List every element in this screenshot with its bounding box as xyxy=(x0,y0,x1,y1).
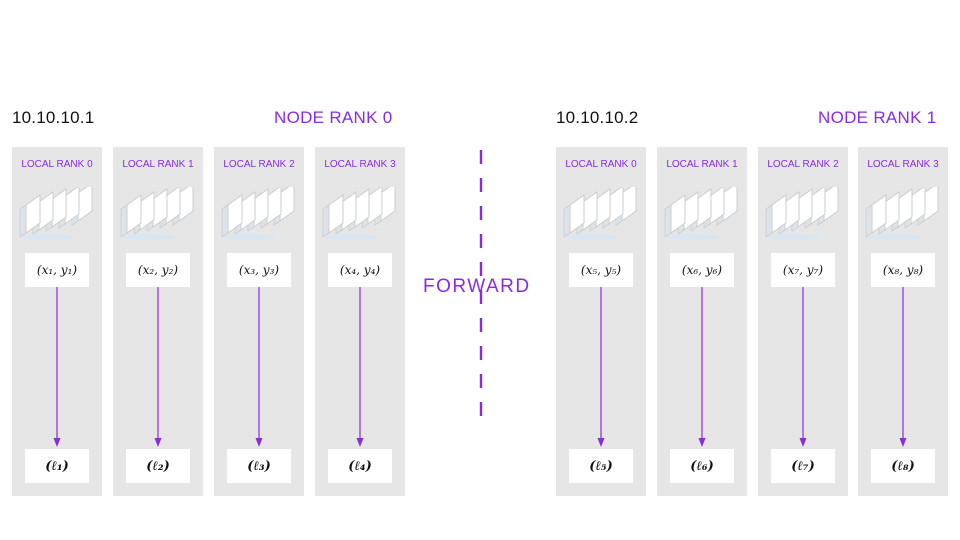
gpu-icon xyxy=(664,187,738,240)
arrow-down-icon xyxy=(154,287,162,447)
loss-box: (ℓ₈) xyxy=(871,449,935,483)
local-rank-label: LOCAL RANK 0 xyxy=(565,159,637,170)
node-1-ip: 10.10.10.2 xyxy=(556,108,639,127)
forward-label: FORWARD xyxy=(423,276,531,297)
input-box: (x₁, y₁) xyxy=(25,253,89,287)
gpu-icon xyxy=(765,187,839,240)
node-0-local-rank-2: LOCAL RANK 2 (x₃, y₃) (ℓ₃) xyxy=(214,147,304,496)
node-1-local-rank-1: LOCAL RANK 1 (x₆, y₆) (ℓ₆) xyxy=(657,147,747,496)
node-0-rank: NODE RANK 0 xyxy=(274,108,393,127)
input-box: (x₄, y₄) xyxy=(328,253,392,287)
input-box: (x₂, y₂) xyxy=(126,253,190,287)
input-box: (x₈, y₈) xyxy=(871,253,935,287)
dashed-divider xyxy=(479,150,483,430)
local-rank-label: LOCAL RANK 2 xyxy=(223,159,295,170)
arrow-down-icon xyxy=(799,287,807,447)
arrow-down-icon xyxy=(53,287,61,447)
input-box: (x₇, y₇) xyxy=(771,253,835,287)
local-rank-label: LOCAL RANK 3 xyxy=(324,159,396,170)
local-rank-label: LOCAL RANK 3 xyxy=(867,159,939,170)
local-rank-label: LOCAL RANK 1 xyxy=(666,159,738,170)
gpu-icon xyxy=(865,187,939,240)
arrow-down-icon xyxy=(255,287,263,447)
gpu-icon xyxy=(322,187,396,240)
gpu-icon xyxy=(120,187,194,240)
loss-box: (ℓ₇) xyxy=(771,449,835,483)
local-rank-label: LOCAL RANK 2 xyxy=(767,159,839,170)
loss-box: (ℓ₄) xyxy=(328,449,392,483)
local-rank-label: LOCAL RANK 1 xyxy=(122,159,194,170)
arrow-down-icon xyxy=(899,287,907,447)
node-0-local-rank-0: LOCAL RANK 0 (x₁, y₁) (ℓ₁) xyxy=(12,147,102,496)
arrow-down-icon xyxy=(356,287,364,447)
arrow-down-icon xyxy=(597,287,605,447)
gpu-icon xyxy=(19,187,93,240)
loss-box: (ℓ₁) xyxy=(25,449,89,483)
gpu-icon xyxy=(221,187,295,240)
loss-box: (ℓ₂) xyxy=(126,449,190,483)
node-1-local-rank-0: LOCAL RANK 0 (x₅, y₅) (ℓ₅) xyxy=(556,147,646,496)
input-box: (x₃, y₃) xyxy=(227,253,291,287)
gpu-icon xyxy=(563,187,637,240)
node-1-local-rank-3: LOCAL RANK 3 (x₈, y₈) (ℓ₈) xyxy=(858,147,948,496)
input-box: (x₆, y₆) xyxy=(670,253,734,287)
loss-box: (ℓ₆) xyxy=(670,449,734,483)
local-rank-label: LOCAL RANK 0 xyxy=(21,159,93,170)
loss-box: (ℓ₃) xyxy=(227,449,291,483)
node-0-ip: 10.10.10.1 xyxy=(12,108,95,127)
node-0-local-rank-3: LOCAL RANK 3 (x₄, y₄) (ℓ₄) xyxy=(315,147,405,496)
input-box: (x₅, y₅) xyxy=(569,253,633,287)
node-0-local-rank-1: LOCAL RANK 1 (x₂, y₂) (ℓ₂) xyxy=(113,147,203,496)
node-1-local-rank-2: LOCAL RANK 2 (x₇, y₇) (ℓ₇) xyxy=(758,147,848,496)
node-1-rank: NODE RANK 1 xyxy=(818,108,937,127)
loss-box: (ℓ₅) xyxy=(569,449,633,483)
arrow-down-icon xyxy=(698,287,706,447)
